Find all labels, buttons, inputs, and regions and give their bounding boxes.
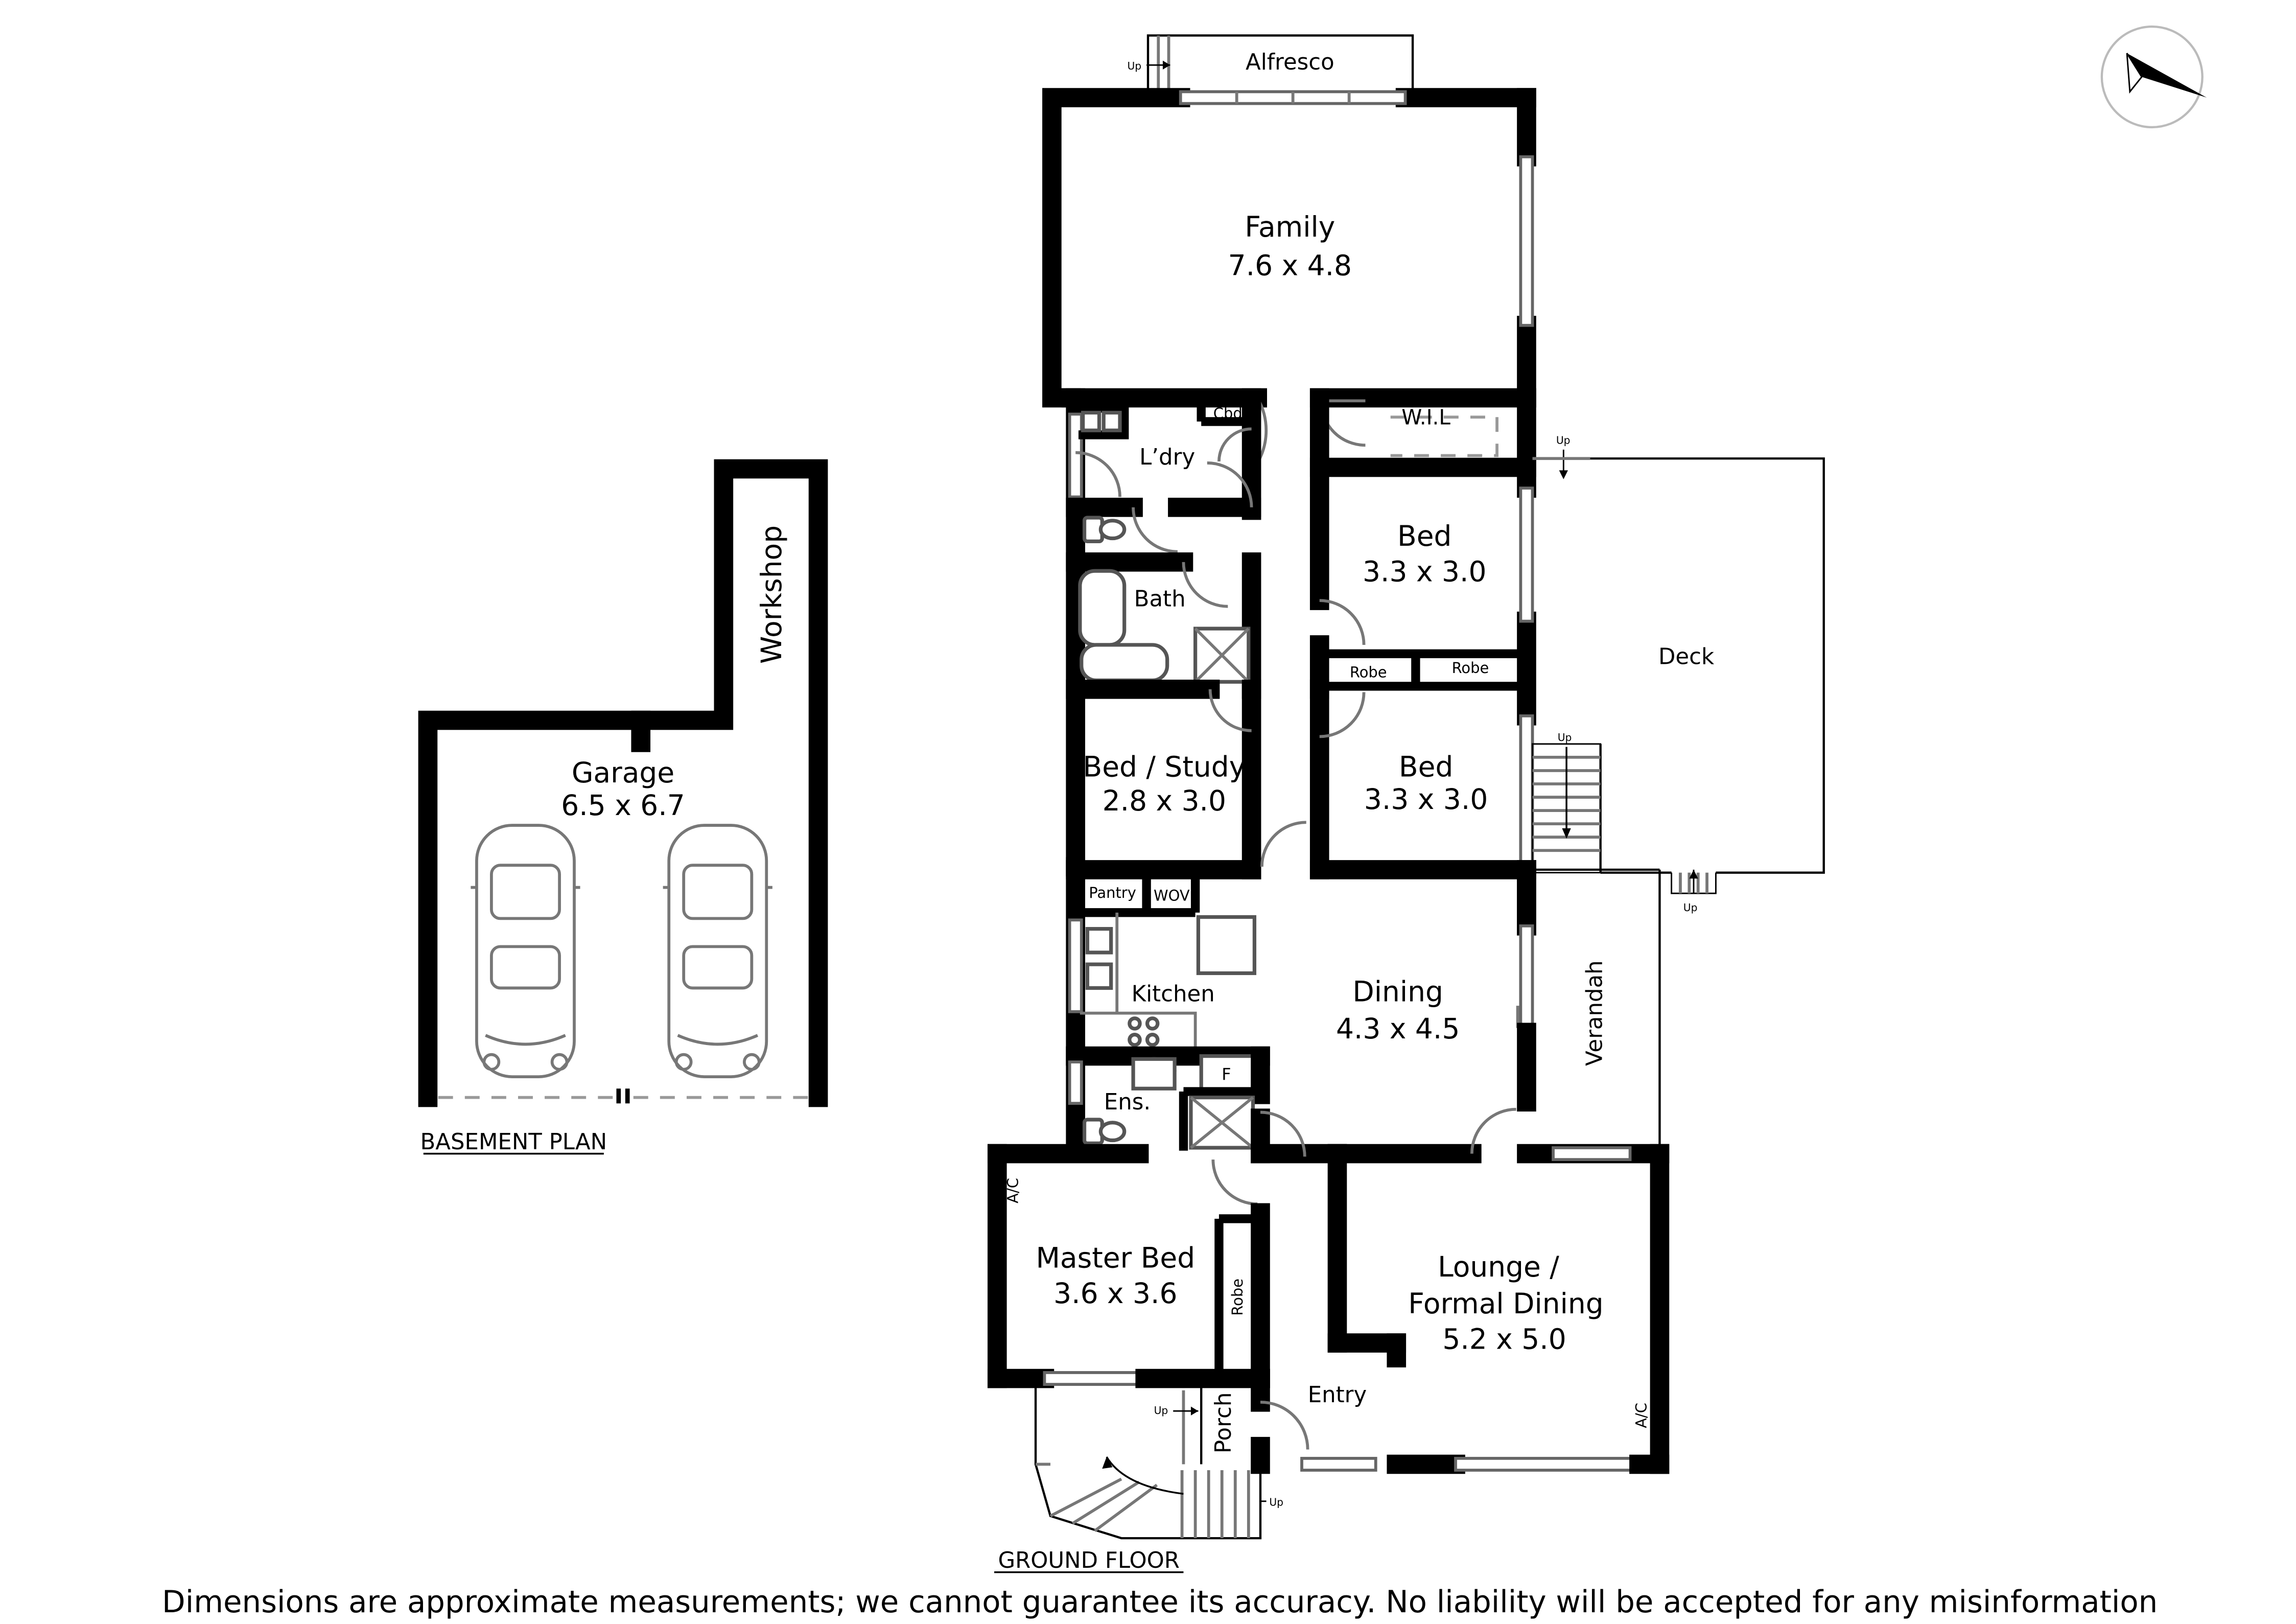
disclaimer-text: Dimensions are approximate measurements;… (162, 1584, 2158, 1619)
room-label-cbd: Cbd (1213, 405, 1243, 422)
plan-title-basement: BASEMENT PLAN (420, 1129, 607, 1155)
room-label-dining: Dining (1352, 975, 1443, 1008)
svg-text:Up: Up (1556, 434, 1571, 446)
room-label-deck: Deck (1658, 644, 1715, 670)
room-dims-bed-lower: 3.3 x 3.0 (1364, 783, 1488, 816)
room-dims-bed-study: 2.8 x 3.0 (1103, 784, 1226, 817)
room-label-family: Family (1245, 211, 1335, 243)
room-label-kitchen: Kitchen (1132, 981, 1215, 1007)
north-arrow-icon (2100, 25, 2207, 129)
room-label-garage: Garage (572, 756, 674, 789)
room-label-porch: Porch (1211, 1393, 1236, 1453)
room-label-laundry: L’dry (1139, 445, 1195, 470)
svg-text:Up: Up (1127, 60, 1141, 72)
ac-label-master: A/C (1004, 1178, 1021, 1203)
room-label-wil: W.I.L (1401, 405, 1450, 430)
car-icon (663, 824, 772, 1078)
room-label-lounge-line2: Formal Dining (1408, 1287, 1603, 1320)
room-label-workshop: Workshop (755, 525, 788, 664)
room-label-alfresco: Alfresco (1246, 50, 1334, 75)
room-label-fridge: F (1222, 1064, 1231, 1084)
plan-title-ground-floor: GROUND FLOOR (998, 1548, 1180, 1573)
car-icon (471, 824, 580, 1078)
room-label-bed-upper: Bed (1397, 520, 1451, 552)
room-label-wov: WOV (1154, 887, 1190, 904)
room-label-bath: Bath (1134, 587, 1186, 612)
room-label-lounge-line1: Lounge / (1438, 1250, 1559, 1283)
room-dims-master-bed: 3.6 x 3.6 (1053, 1277, 1177, 1310)
svg-text:Up: Up (1683, 901, 1698, 914)
room-label-robe-1: Robe (1350, 664, 1387, 681)
room-label-robe-2: Robe (1452, 659, 1489, 677)
basement-plan: Workshop Garage 6.5 x 6.7 BASEMENT PLAN (418, 459, 828, 1155)
ground-floor-plan: Up Alfresco Family 7.6 x 4.8 W.I.L (987, 34, 1825, 1573)
room-label-master-bed: Master Bed (1036, 1241, 1195, 1274)
room-dims-bed-upper: 3.3 x 3.0 (1363, 555, 1486, 588)
svg-text:Up: Up (1154, 1404, 1168, 1417)
room-label-ensuite: Ens. (1104, 1089, 1151, 1115)
ac-label-lounge: A/C (1632, 1403, 1650, 1428)
room-dims-family: 7.6 x 4.8 (1228, 249, 1352, 282)
room-label-bed-study: Bed / Study (1083, 751, 1246, 783)
room-label-bed-lower: Bed (1399, 751, 1453, 783)
svg-text:Up: Up (1269, 1496, 1283, 1508)
room-dims-dining: 4.3 x 4.5 (1336, 1012, 1460, 1045)
room-label-entry: Entry (1308, 1382, 1367, 1408)
room-dims-garage: 6.5 x 6.7 (561, 789, 685, 822)
room-label-pantry: Pantry (1089, 884, 1136, 901)
room-label-verandah: Verandah (1582, 960, 1608, 1066)
room-dims-lounge: 5.2 x 5.0 (1442, 1323, 1566, 1356)
room-label-master-robe: Robe (1229, 1279, 1246, 1316)
svg-text:Up: Up (1558, 731, 1572, 744)
